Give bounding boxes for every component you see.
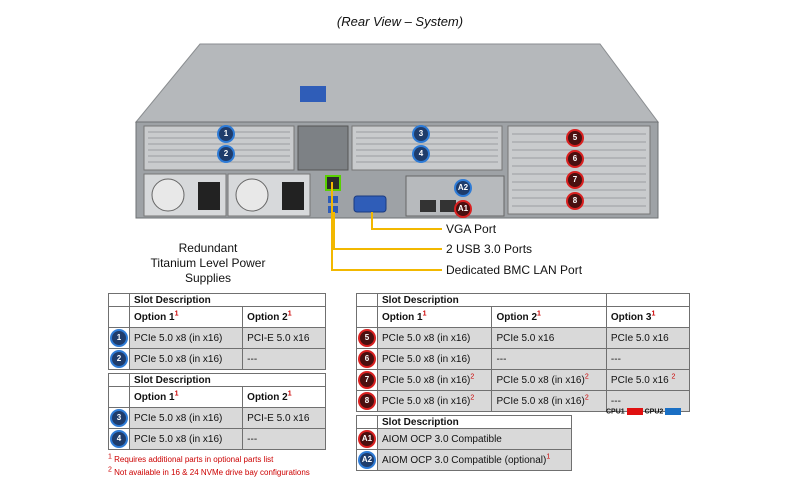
slot-table-2: Slot Description Option 11 Option 21 3 P… — [108, 373, 326, 450]
table4-header: Slot Description — [377, 415, 572, 429]
aiom-badge-a2: A2 — [456, 181, 470, 195]
slot-badge-3: 3 — [414, 127, 428, 141]
slot-table-aiom: Slot Description A1 AIOM OCP 3.0 Compati… — [356, 415, 572, 471]
footnote-1: 1 Requires additional parts in optional … — [108, 453, 274, 464]
slot-badge-4: 4 — [414, 147, 428, 161]
table2-option2-header: Option 21 — [242, 386, 326, 408]
server-rear-illustration — [134, 43, 659, 219]
psu-callout-line2: Titanium Level Power Supplies — [150, 256, 266, 285]
vga-callout-line — [371, 212, 442, 230]
psu-2-power-inlet — [282, 182, 304, 210]
chassis-label-tag — [300, 86, 326, 102]
table2-cell: --- — [242, 428, 326, 450]
table3-cell: PCIe 5.0 x8 (in x16)2 — [376, 390, 493, 412]
table2-option1-header: Option 11 — [128, 386, 244, 408]
footnote-2: 2 Not available in 16 & 24 NVMe drive ba… — [108, 466, 310, 477]
psu-2-fan — [235, 178, 269, 212]
psu-1-fan — [151, 178, 185, 212]
usb-callout-label: 2 USB 3.0 Ports — [446, 242, 533, 256]
table1-cell: --- — [242, 348, 326, 370]
table3-slot-badge: 7 — [360, 373, 374, 387]
table1-slot-badge: 2 — [112, 352, 126, 366]
table2-cell: PCIe 5.0 x8 (in x16) — [128, 428, 244, 450]
table1-slot-badge: 1 — [112, 331, 126, 345]
table3-option2-header: Option 21 — [491, 306, 607, 328]
table1-cell: PCIe 5.0 x8 (in x16) — [128, 348, 244, 370]
psu-callout-line1: Redundant — [178, 241, 238, 255]
cpu-legend: CPU1 CPU2 — [606, 408, 682, 416]
table2-slot-badge: 4 — [112, 432, 126, 446]
table3-slot-badge: 6 — [360, 352, 374, 366]
table3-cell: --- — [491, 348, 607, 370]
table3-slot-badge: 5 — [360, 331, 374, 345]
table2-header: Slot Description — [129, 373, 326, 387]
usb-callout-line — [333, 212, 442, 250]
vga-callout-label: VGA Port — [446, 222, 497, 236]
center-io-block — [297, 125, 349, 171]
table3-cell: --- — [605, 390, 691, 412]
legend-cpu2-swatch — [665, 408, 682, 415]
table3-option3-header: Option 31 — [605, 306, 691, 328]
slot-table-3: Slot Description Option 11 Option 21 Opt… — [356, 293, 691, 412]
psu-1-power-inlet — [198, 182, 220, 210]
table3-cell: PCIe 5.0 x16 — [491, 327, 607, 349]
table4-slot-badge: A1 — [360, 432, 374, 446]
legend-cpu2-label: CPU2 — [644, 408, 664, 416]
table1-option2-header: Option 21 — [242, 306, 326, 328]
bmc-callout-line — [331, 182, 442, 271]
slot-badge-1: 1 — [219, 127, 233, 141]
table3-cell: --- — [605, 348, 691, 370]
table3-header: Slot Description — [377, 293, 607, 307]
legend-cpu1-label: CPU1 — [606, 408, 625, 416]
table3-option1-header: Option 11 — [376, 306, 493, 328]
table3-cell: PCIe 5.0 x8 (in x16)2 — [376, 369, 493, 391]
table1-cell: PCI-E 5.0 x16 — [242, 327, 326, 349]
table2-cell: PCIe 5.0 x8 (in x16) — [128, 407, 244, 429]
diagram-title: (Rear View – System) — [336, 14, 464, 29]
table1-header: Slot Description — [129, 293, 326, 307]
table2-cell: PCI-E 5.0 x16 — [242, 407, 326, 429]
table2-slot-badge: 3 — [112, 411, 126, 425]
table3-slot-badge: 8 — [360, 394, 374, 408]
table1-option1-header: Option 11 — [128, 306, 244, 328]
table4-slot-badge: A2 — [360, 453, 374, 467]
slot-badge-5: 5 — [568, 131, 582, 145]
slot-badge-6: 6 — [568, 152, 582, 166]
slot-badge-8: 8 — [568, 194, 582, 208]
bmc-callout-label: Dedicated BMC LAN Port — [446, 263, 583, 277]
slot-table-1: Slot Description Option 11 Option 21 1 P… — [108, 293, 326, 370]
table3-cell: PCIe 5.0 x16 2 — [605, 369, 691, 391]
table3-cell: PCIe 5.0 x8 (in x16) — [376, 327, 493, 349]
table4-cell: AIOM OCP 3.0 Compatible — [377, 428, 572, 450]
table3-cell: PCIe 5.0 x16 — [605, 327, 691, 349]
aiom-port-1 — [420, 200, 436, 212]
table1-cell: PCIe 5.0 x8 (in x16) — [128, 327, 244, 349]
aiom-port-2 — [440, 200, 456, 212]
aiom-badge-a1: A1 — [456, 202, 470, 216]
legend-cpu1-swatch — [626, 408, 643, 415]
table3-cell: PCIe 5.0 x8 (in x16)2 — [491, 369, 607, 391]
riser-middle — [351, 125, 503, 171]
psu-callout: Redundant Titanium Level Power Supplies — [128, 241, 288, 286]
table3-cell: PCIe 5.0 x8 (in x16)2 — [491, 390, 607, 412]
slot-badge-7: 7 — [568, 173, 582, 187]
table3-cell: PCIe 5.0 x8 (in x16) — [376, 348, 493, 370]
vga-port-illustration — [353, 195, 387, 213]
slot-badge-2: 2 — [219, 147, 233, 161]
table4-cell: AIOM OCP 3.0 Compatible (optional)1 — [377, 449, 572, 471]
